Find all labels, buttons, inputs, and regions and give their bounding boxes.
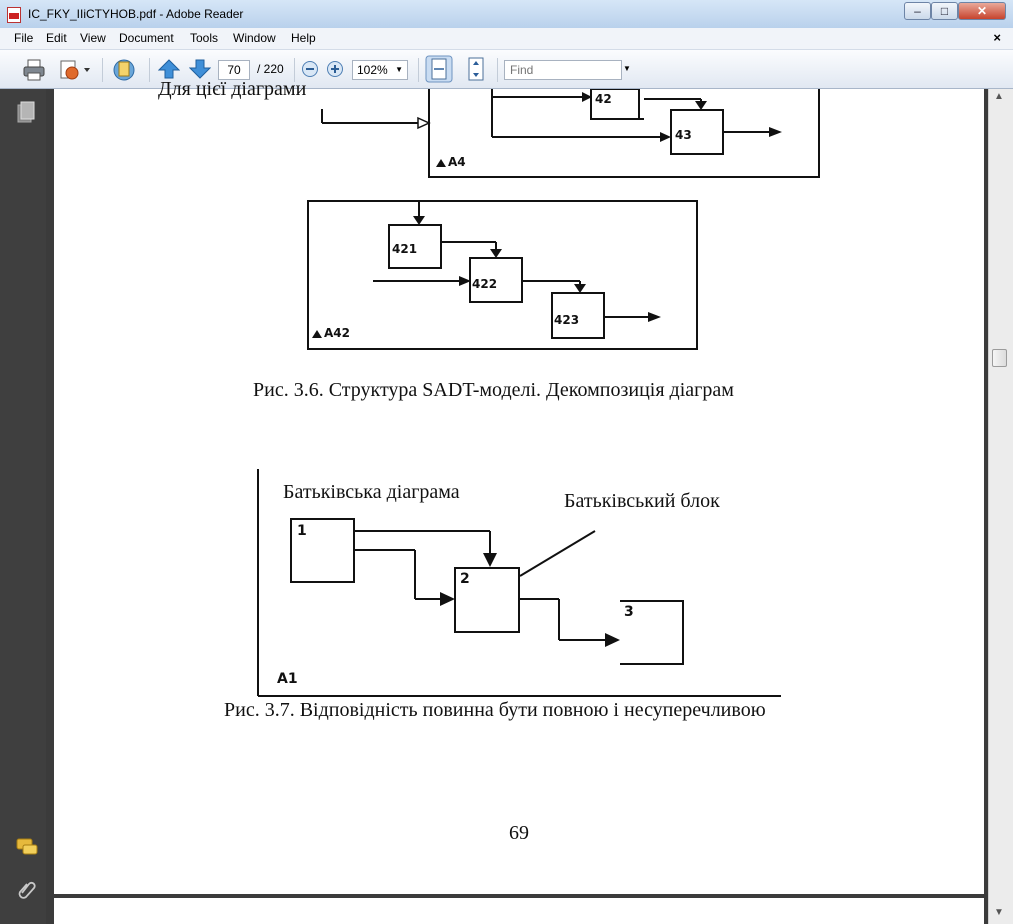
block-label-2: 2 [460,571,470,587]
block-label-423: 423 [554,313,580,327]
page-number-input[interactable]: 70 [218,60,250,80]
arrow-head [648,312,661,322]
block-label-421: 421 [392,242,418,256]
arrow-head [582,92,592,102]
pdf-page: Для цієї діаграми 42 43 A4 421 422 423 A… [54,78,984,894]
arrow-head [490,249,502,258]
close-document-button[interactable]: × [993,30,1001,45]
arrow-head [483,553,497,567]
figure-caption-3-6: Рис. 3.6. Структура SADT-моделі. Декомпо… [253,379,734,401]
block-423 [551,292,605,339]
arrow-head [459,276,471,286]
arrow-head [605,633,620,647]
navigation-panel [0,89,46,924]
arrow-head-open [417,116,431,130]
find-options-chevron-icon[interactable]: ▼ [623,64,631,73]
diagram-tag-a42: A42 [324,326,350,340]
page-number: 69 [509,822,529,844]
arrow-head [413,216,425,225]
toolbar: 70 / 220 102% ▼ ▼ [0,50,1013,89]
block-2 [454,567,520,633]
menu-file[interactable]: File [14,31,34,45]
page-drawings [257,89,820,697]
parent-block-label: Батьківський блок [564,490,720,512]
close-button[interactable]: ✕ [958,2,1006,20]
scroll-up-arrow-icon[interactable]: ▲ [994,91,1004,102]
arrow-head [440,592,455,606]
arrow-head [769,127,782,137]
block-3 [620,600,684,665]
toolbar-separator [294,58,295,82]
pointer-line [519,530,596,577]
toolbar-separator [418,58,419,82]
menu-edit[interactable]: Edit [46,31,67,45]
menu-window[interactable]: Window [233,31,276,45]
zoom-in-icon[interactable] [326,60,344,78]
menu-bar: File Edit View Document Tools Window Hel… [0,28,1013,50]
toolbar-separator [149,58,150,82]
diagram-label: Для цієї діаграми [158,78,307,100]
attachments-paperclip-icon[interactable] [16,879,38,901]
collaborate-icon[interactable] [111,56,139,84]
block-label-43: 43 [675,128,692,142]
menu-tools[interactable]: Tools [190,31,219,45]
diagram-tag-a4: A4 [448,155,466,169]
previous-page-icon[interactable] [158,58,180,80]
scrollbar-thumb[interactable] [992,349,1007,367]
block-421 [388,224,442,269]
vertical-scrollbar[interactable]: ▲ ▼ [988,89,1013,924]
arrow-head [695,101,707,110]
parent-diagram-label: Батьківська діаграма [283,481,460,503]
pages-panel-icon[interactable] [16,101,36,125]
zoom-value: 102% [357,63,388,77]
find-input[interactable] [504,60,622,80]
menu-help[interactable]: Help [291,31,316,45]
diagram-frame-a42 [307,200,698,350]
figure-caption-3-7: Рис. 3.7. Відповідність повинна бути пов… [224,699,766,721]
arrow-head [660,132,671,142]
zoom-select[interactable]: 102% ▼ [352,60,408,80]
block-1 [290,518,355,583]
toolbar-separator [102,58,103,82]
diagram-tag-marker [436,159,446,167]
fit-page-icon[interactable] [462,55,490,83]
next-page-icon[interactable] [189,58,211,80]
print-icon[interactable] [22,58,46,82]
maximize-button[interactable]: □ [931,2,958,20]
window-title: IC_FKY_IIiCTYHOB.pdf - Adobe Reader [28,7,244,21]
scroll-down-arrow-icon[interactable]: ▼ [994,907,1004,918]
toolbar-separator [497,58,498,82]
pdf-file-icon [7,7,21,23]
diagram-frame-a4 [428,89,820,178]
menu-view[interactable]: View [80,31,106,45]
page-total-label: / 220 [257,62,284,76]
minimize-button[interactable]: – [904,2,931,20]
comments-icon[interactable] [15,837,39,859]
chevron-down-icon: ▼ [395,65,403,74]
title-bar: IC_FKY_IIiCTYHOB.pdf - Adobe Reader – □ … [0,0,1013,29]
block-label-3: 3 [624,604,634,620]
fit-width-icon[interactable] [425,55,453,83]
diagram-tag-marker [312,330,322,338]
arrow-head [574,284,586,293]
next-page-top [54,898,984,924]
zoom-out-icon[interactable] [301,60,319,78]
diagram-tag-a1: A1 [277,671,298,687]
block-label-1: 1 [297,523,307,539]
block-label-422: 422 [472,277,498,291]
block-label-42: 42 [595,92,612,106]
block-43 [670,109,724,155]
share-options-icon[interactable] [58,58,92,82]
menu-document[interactable]: Document [119,31,174,45]
